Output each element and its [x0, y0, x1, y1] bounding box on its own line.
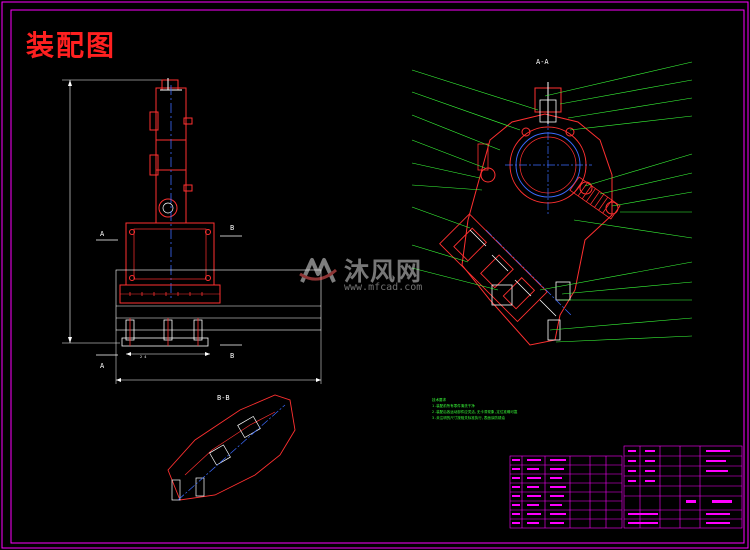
technical-note-line: 2.装配后各运动部件应灵活,无卡滞现象,定位准确可靠: [432, 410, 518, 414]
technical-notes-heading: 技术要求: [432, 398, 446, 402]
section-mark-b-top: B: [230, 224, 235, 232]
technical-note-line: 1.装配前所有零件清洗干净: [432, 404, 475, 408]
technical-note-line: 3.未注明的尺寸按相关标准执行,表面涂防锈油: [432, 416, 505, 420]
parts-list-text: [512, 459, 566, 524]
inner-border: [10, 9, 745, 544]
leader-lines: [411, 61, 693, 343]
technical-notes: 技术要求 1.装配前所有零件清洗干净 2.装配后各运动部件应灵活,无卡滞现象,定…: [432, 397, 517, 421]
drawing-title: 装配图: [26, 29, 117, 62]
svg-text:2 4: 2 4: [140, 355, 146, 359]
section-mark-b-bottom: B: [230, 352, 235, 360]
section-mark-a-top: A: [100, 230, 105, 238]
watermark: 沐风网 www.mfcad.com: [298, 250, 458, 298]
section-mark-a-bottom: A: [100, 362, 105, 370]
section-label-aa: A-A: [536, 58, 549, 66]
watermark-url: www.mfcad.com: [344, 282, 423, 293]
section-label-bb: B-B: [217, 394, 230, 402]
title-block-table: [623, 445, 743, 529]
section-aa-view: [439, 82, 621, 346]
title-block-text: [628, 450, 732, 524]
watermark-brand: 沐风网: [344, 257, 423, 286]
watermark-logo-icon: [299, 258, 337, 283]
front-view: 2 4: [62, 78, 322, 384]
section-bb-view: [167, 394, 296, 501]
parts-list-table: [509, 455, 623, 529]
